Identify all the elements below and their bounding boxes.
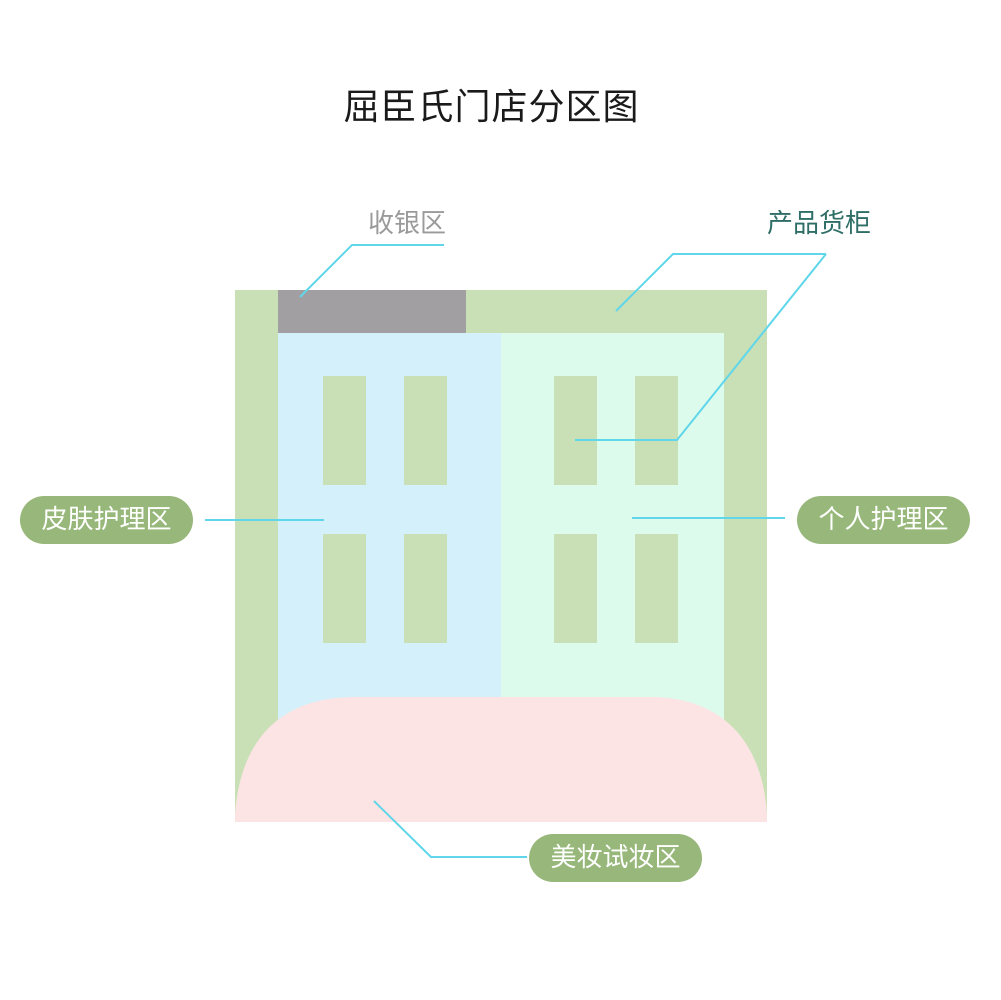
- shelf-leader-line-top: [615, 253, 826, 312]
- cashier-zone-label: 收银区: [368, 209, 447, 239]
- product-shelves-label: 产品货柜: [767, 209, 872, 239]
- makeup-trial-zone: [235, 697, 767, 822]
- product-shelf: [323, 534, 366, 643]
- personal-care-zone-label: 个人护理区: [797, 496, 970, 544]
- skin-care-zone-label: 皮肤护理区: [20, 496, 193, 544]
- leader-lines: [205, 244, 827, 858]
- product-shelf: [635, 534, 678, 643]
- makeup-trial-zone-label: 美妆试妆区: [529, 834, 702, 882]
- product-shelf: [404, 534, 447, 643]
- product-shelf: [635, 376, 678, 485]
- cashier-leader-line: [299, 244, 444, 298]
- product-shelf: [404, 376, 447, 485]
- product-shelf: [554, 534, 597, 643]
- cashier-counter: [278, 290, 466, 333]
- product-shelf: [323, 376, 366, 485]
- page-title: 屈臣氏门店分区图: [343, 87, 640, 128]
- makeup-leader-line: [373, 800, 527, 858]
- product-shelf: [554, 376, 597, 485]
- shelf-leader-line-inner: [575, 253, 827, 441]
